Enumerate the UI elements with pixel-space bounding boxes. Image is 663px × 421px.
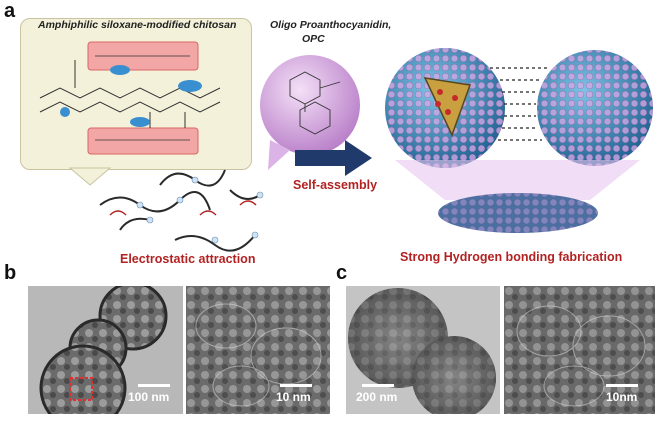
opc-label-line2: OPC (302, 33, 325, 45)
tem-b-left-drawing (39, 286, 168, 414)
blue-group-2 (178, 80, 202, 92)
opc-label-line1: Oligo Proanthocyanidin, (270, 19, 392, 31)
tem-image-b-right (186, 286, 330, 414)
hbond-label: Strong Hydrogen bonding fabrication (400, 250, 623, 264)
tem-image-c-left (346, 286, 500, 414)
opc-pointer (268, 140, 290, 170)
chitosan-backbone (39, 60, 221, 128)
polymer-strands (99, 169, 261, 252)
red-opc-strands (109, 200, 257, 216)
self-assembly-label: Self-assembly (293, 178, 378, 192)
panel-label-b: b (4, 262, 17, 284)
scale-label-b-left: 100 nm (128, 390, 170, 404)
blue-group-1 (110, 65, 130, 75)
panel-label-c: c (336, 262, 348, 284)
bubble-tail (68, 167, 112, 186)
self-assembly-arrow (295, 140, 372, 176)
hydrogen-bond-lines (490, 67, 550, 141)
tem-image-c-right (504, 286, 655, 414)
cutaway-dots (435, 89, 458, 115)
tem-image-b-left (28, 286, 183, 414)
chitosan-label: Amphiphilic siloxane-modified chitosan (38, 19, 237, 31)
strand-beads (136, 176, 264, 244)
opc-structure (289, 71, 341, 135)
zoom-region-box (69, 377, 93, 401)
scale-label-b-right: 10 nm (276, 390, 311, 404)
scale-label-c-right: 10nm (606, 390, 638, 404)
scalebar-c-left (362, 384, 394, 387)
blue-group-3 (60, 107, 70, 117)
nanosphere-right-dots (537, 50, 653, 166)
panel-label-a: a (4, 0, 16, 22)
blue-group-4 (130, 117, 150, 127)
zoom-cone (395, 160, 640, 200)
siloxane-box-bottom (87, 127, 199, 155)
zoomed-surface-dots (438, 193, 598, 233)
electrostatic-label: Electrostatic attraction (120, 252, 256, 266)
scale-label-c-left: 200 nm (356, 390, 398, 404)
tem-c-left-drawing (348, 288, 496, 414)
scalebar-b-right (280, 384, 312, 387)
scalebar-c-right (606, 384, 638, 387)
scalebar-b-left (138, 384, 170, 387)
siloxane-chain-lines (95, 55, 190, 141)
